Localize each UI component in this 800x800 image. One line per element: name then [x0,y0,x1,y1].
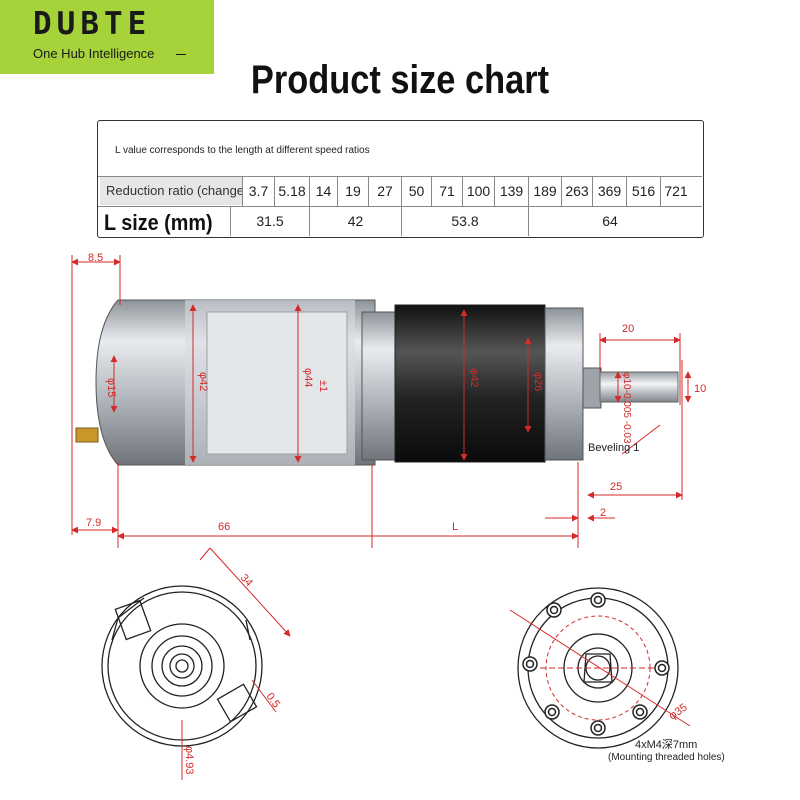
dim-shaft: φ10-0.005 -0.03 [621,372,632,444]
ratio-cell: 721 [660,176,691,206]
brand-logo: DUBTE One Hub Intelligence [0,0,214,74]
table-divider [98,206,702,207]
page-title: Product size chart [250,58,550,102]
dim-7-9: 7.9 [86,517,101,529]
dim-10: 10 [694,383,706,395]
dim-phi42-motor: φ42 [197,372,209,391]
ratio-cell: 5.18 [274,176,309,206]
length-cell: 64 [528,206,691,236]
ratio-cell: 27 [368,176,401,206]
ratio-cell: 516 [626,176,660,206]
size-table [97,120,704,238]
ratio-cell: 100 [462,176,494,206]
dim-66: 66 [218,521,230,533]
side-view-dimensions [71,255,692,548]
length-row-label: L size (mm) [104,210,213,235]
end-view-right-dimensions [509,609,691,727]
dim-8-5: 8.5 [88,252,103,264]
dim-phi44: φ44 [302,368,314,387]
dim-L: L [452,521,458,533]
ratio-cell: 50 [401,176,431,206]
length-cell: 31.5 [230,206,309,236]
length-cell: 53.8 [401,206,528,236]
holes-spec: 4xM4深7mm [635,738,697,751]
table-note: L value corresponds to the length at dif… [115,145,370,156]
dim-phi15: φ15 [105,378,117,397]
end-view-left-dimensions [181,547,291,780]
ratio-cell: 263 [561,176,592,206]
ratio-cell: 3.7 [242,176,274,206]
dim-25: 25 [610,481,622,493]
table-divider [98,176,702,177]
dim-phi4-93: φ4.93 [183,746,195,775]
holes-note: (Mounting threaded holes) [608,752,725,763]
dim-tolerance: ±1 [317,380,329,392]
length-cell: 42 [309,206,401,236]
motor-side-view [75,299,679,466]
ratio-row-label: Reduction ratio (change) [100,177,242,205]
dim-20: 20 [622,323,634,335]
ratio-cell: 71 [431,176,462,206]
ratio-cell: 14 [309,176,337,206]
ratio-cell: 369 [592,176,626,206]
dim-phi42-gearbox: φ42 [468,368,480,387]
ratio-cell: 189 [528,176,561,206]
logo-tagline: One Hub Intelligence [33,46,155,61]
logo-mark: DUBTE [33,6,152,42]
dim-phi26: φ26 [532,372,544,391]
ratio-cell: 139 [494,176,528,206]
dim-34: 34 [238,572,255,589]
ratio-cell: 19 [337,176,368,206]
dim-0-5: 0.5 [264,691,283,710]
dim-2: 2 [600,507,606,519]
logo-rule [176,54,186,55]
mounting-holes [522,592,670,736]
dim-phi35: φ35 [667,702,690,723]
beveling-label: Beveling 1 [588,442,639,454]
